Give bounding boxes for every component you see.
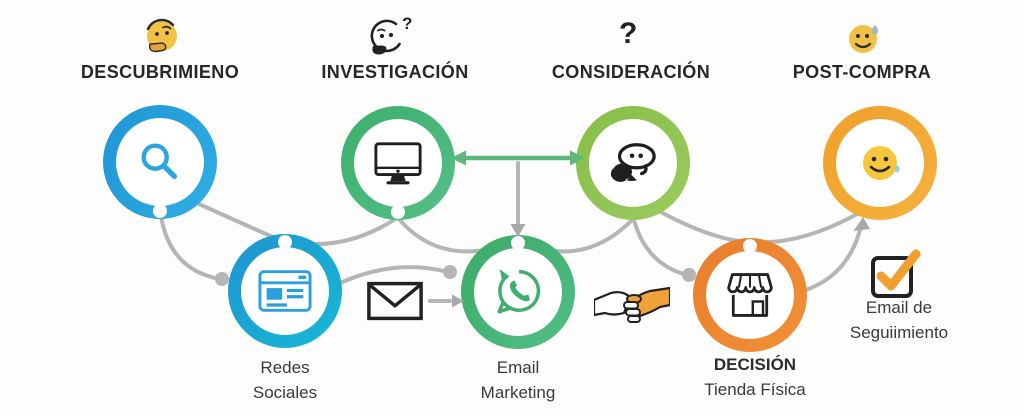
- checkbox-checked-icon: [871, 249, 921, 298]
- thinking-face-emoji: [146, 18, 177, 53]
- consideracion-question-mark: ?: [619, 17, 638, 50]
- node-post-compra: [823, 106, 937, 220]
- label-line: Tienda Física: [704, 379, 806, 399]
- label-email-seguimiento: Email de Seguiimiento: [789, 296, 1009, 345]
- node-email-marketing: [461, 235, 575, 349]
- envelope-icon-box: [366, 279, 424, 328]
- browser-window-icon: [258, 270, 312, 312]
- connector-dot: [278, 235, 292, 249]
- connector-end-dots: [215, 265, 696, 286]
- desktop-monitor-icon: [374, 142, 422, 185]
- label-email-marketing: Email Marketing: [408, 356, 628, 405]
- green-double-arrow: [451, 150, 585, 166]
- label-line: DECISIÓN: [713, 355, 797, 374]
- connector-dot: [743, 239, 757, 253]
- handshake-icon-box: [592, 276, 672, 337]
- connector-dot: [391, 205, 405, 219]
- stage-header-consideracion: CONSIDERACIÓN: [551, 62, 711, 82]
- checkbox-icon-box: [867, 242, 923, 307]
- handshake-icon: [592, 286, 672, 323]
- node-investigacion: [341, 106, 455, 220]
- storefront-icon: [727, 273, 773, 317]
- stage-header-post-compra: POST-COMPRA: [792, 62, 932, 82]
- node-redes-sociales: [228, 234, 342, 348]
- label-line: Email de: [865, 298, 933, 317]
- label-line: Email: [496, 358, 540, 377]
- connector-dot: [511, 236, 525, 250]
- arrowhead-down-icon: [510, 224, 526, 237]
- node-decision: [693, 238, 807, 352]
- arrowhead-up-icon: [853, 217, 870, 231]
- label-line: Redes: [260, 358, 310, 377]
- label-line: Seguiimiento: [849, 322, 949, 342]
- investigacion-question-mark: ?: [402, 14, 413, 33]
- smiling-face-sweat-emoji: [849, 25, 879, 53]
- label-line: Marketing: [480, 382, 556, 402]
- smiley-face-icon: [863, 146, 900, 180]
- whatsapp-icon: [497, 268, 541, 314]
- node-consideracion: [576, 106, 690, 220]
- stage-header-descubrimiento: DESCUBRIMIENO: [80, 62, 240, 82]
- magnifier-icon: [141, 143, 178, 180]
- node-descubrimiento: [103, 105, 217, 219]
- stage-header-investigacion: INVESTIGACIÓN: [321, 62, 469, 82]
- label-line: Sociales: [252, 382, 318, 402]
- chat-bubbles-icon: [610, 143, 656, 182]
- arrowhead-right-icon: [452, 294, 464, 308]
- connector-dot: [153, 204, 167, 218]
- thinking-face-outline-emoji: [370, 19, 401, 55]
- label-redes-sociales: Redes Sociales: [175, 356, 395, 405]
- label-decision: DECISIÓN Tienda Física: [645, 353, 865, 402]
- gray-arrowheads: [452, 217, 870, 308]
- envelope-icon: [367, 281, 423, 321]
